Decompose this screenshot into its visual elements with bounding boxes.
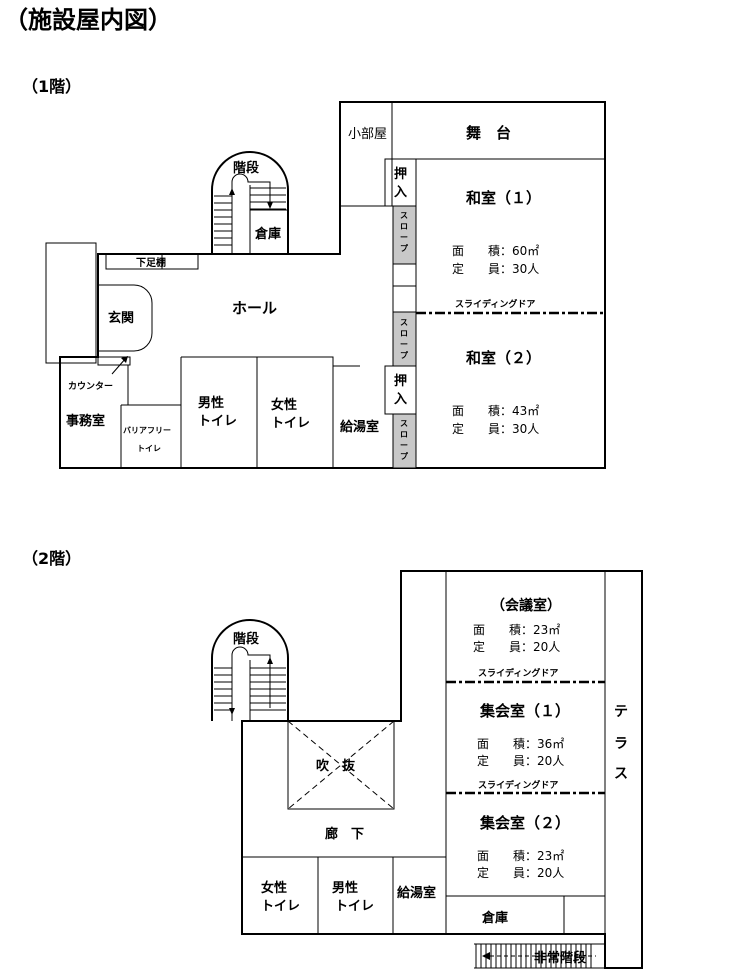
womens-toilet-2f-line1: 女性	[261, 880, 287, 896]
room-genkan: 玄関	[108, 310, 134, 326]
emergency-stair-arrow	[482, 952, 490, 960]
floor1-label: （1階）	[22, 77, 81, 96]
floor2-stair-treads	[214, 660, 286, 721]
floor2-plan	[211, 570, 643, 969]
womens-toilet-2f-line2: トイレ	[261, 899, 300, 914]
svg-text:プ: プ	[400, 350, 409, 360]
slope-1-label: ス ロ ー プ	[400, 211, 409, 253]
floor1-storage-label: 倉庫	[254, 226, 281, 242]
svg-text:プ: プ	[400, 243, 409, 253]
floor2-stairs-label: 階段	[233, 631, 259, 647]
room-washitsu-1: 和室（１）	[466, 189, 541, 207]
svg-text:ロ: ロ	[400, 329, 408, 338]
womens-toilet-1f-line1: 女性	[271, 397, 297, 413]
floor1-stair-arrow	[231, 173, 271, 240]
washitsu-2-capacity: 定 員：30人	[452, 421, 539, 436]
atrium-label: 吹 抜	[316, 758, 356, 774]
entrance-canopy	[45, 242, 97, 364]
svg-text:ロ: ロ	[400, 222, 408, 231]
slope-2-label: ス ロ ー プ	[400, 318, 409, 360]
floor1-stair-treads	[214, 185, 286, 254]
barrier-free-toilet-box	[121, 404, 182, 468]
washitsu-1-capacity: 定 員：30人	[452, 261, 539, 276]
toilet-block	[181, 356, 334, 468]
svg-text:ー: ー	[400, 233, 408, 242]
mens-toilet-2f-line2: トイレ	[335, 899, 374, 914]
svg-text:ロ: ロ	[400, 430, 408, 439]
washitsu-1-area: 面 積：60㎡	[452, 243, 539, 258]
shukai-1-area: 面 積：36㎡	[477, 736, 564, 751]
barrier-free-label-1: バリアフリー	[123, 426, 171, 435]
shoe-shelf	[105, 253, 199, 270]
mens-toilet-1f-line2: トイレ	[198, 414, 237, 429]
floor2-sliding-door-label-2: スライディングドア	[478, 779, 558, 791]
floor2-outer-wall	[241, 570, 643, 969]
oshiire-2-bottom: 入	[394, 392, 407, 407]
shoe-shelf-label: 下足棚	[136, 256, 166, 269]
floor1-storage-box	[249, 209, 289, 255]
room-washitsu-2: 和室（２）	[466, 349, 541, 367]
corridor-label: 廊 下	[325, 826, 364, 842]
floor2-sliding-door-label-1: スライディングドア	[478, 667, 558, 679]
room-kyutoshitsu-2f: 給湯室	[397, 885, 436, 901]
genkan-area	[98, 284, 153, 352]
oshiire-1-bottom: 入	[394, 185, 407, 200]
svg-text:ー: ー	[400, 441, 408, 450]
emergency-stairs-label: 非常階段	[534, 950, 586, 966]
slope-3-label: ス ロ ー プ	[400, 419, 409, 461]
floor1-plan	[45, 101, 606, 469]
floor2-stair-rotunda	[211, 619, 401, 722]
svg-text:ー: ー	[400, 340, 408, 349]
room-jimushitsu: 事務室	[66, 413, 105, 429]
svg-text:ラ: ラ	[614, 736, 628, 752]
kaigishitsu-area: 面 積：23㎡	[473, 622, 560, 637]
room-shukai-1: 集会室（１）	[479, 702, 570, 720]
oshiire-1-top: 押	[394, 166, 407, 182]
shukai-2-capacity: 定 員：20人	[477, 865, 564, 880]
counter-shape	[97, 356, 131, 366]
page-title: （施設屋内図）	[4, 6, 172, 34]
atrium-void	[287, 720, 395, 810]
counter-label: カウンター	[68, 380, 113, 392]
room-butai: 舞 台	[466, 124, 511, 142]
mens-toilet-1f-line1: 男性	[198, 395, 224, 411]
washitsu-2-area: 面 積：43㎡	[452, 403, 539, 418]
terrace-label: テ ラ ス	[614, 704, 628, 782]
floor2-stair-arrow	[231, 646, 271, 712]
shukai-1-capacity: 定 員：20人	[477, 753, 564, 768]
svg-text:ス: ス	[400, 419, 408, 428]
floor2-label: （2階）	[22, 549, 81, 568]
floor1-stair-rotunda	[211, 151, 289, 254]
floor2-storage-label: 倉庫	[481, 910, 508, 926]
svg-text:ス: ス	[400, 211, 408, 220]
svg-text:プ: プ	[400, 451, 409, 461]
svg-text:ス: ス	[614, 766, 628, 782]
barrier-free-label-2: トイレ	[137, 444, 161, 453]
floor1-slope-3	[392, 413, 417, 469]
room-shukai-2: 集会室（２）	[479, 814, 570, 832]
svg-text:ス: ス	[400, 318, 408, 327]
kaigishitsu-capacity: 定 員：20人	[473, 639, 560, 654]
mens-toilet-2f-line1: 男性	[332, 880, 358, 896]
room-kobeya: 小部屋	[348, 127, 387, 142]
floor1-stairs-label: 階段	[233, 160, 259, 176]
svg-text:テ: テ	[614, 704, 628, 720]
room-hall: ホール	[232, 299, 277, 317]
room-kaigishitsu: （会議室）	[491, 597, 561, 614]
womens-toilet-1f-line2: トイレ	[271, 416, 310, 431]
floor1-sliding-door-label: スライディングドア	[455, 298, 535, 310]
oshiire-2-top: 押	[394, 373, 407, 389]
shukai-2-area: 面 積：23㎡	[477, 848, 564, 863]
room-kyutoshitsu-1f: 給湯室	[340, 419, 379, 435]
